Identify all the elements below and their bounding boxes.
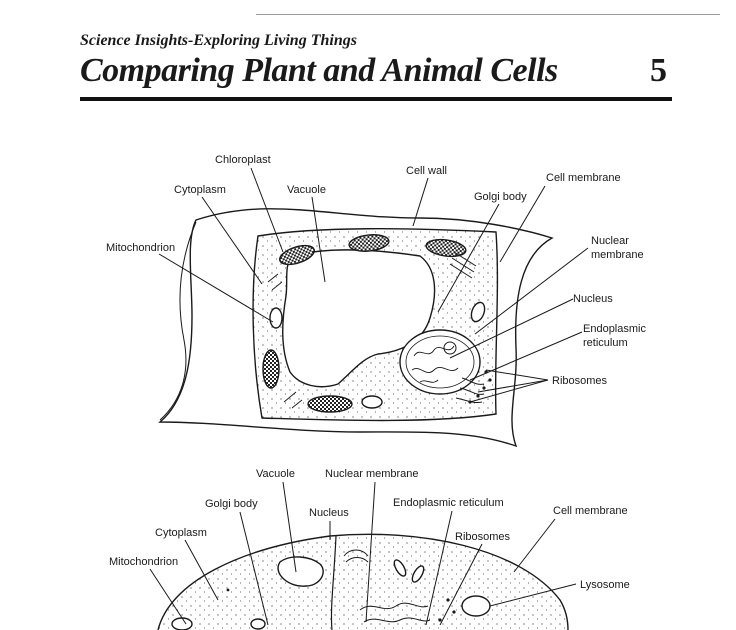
label-plant-ribosomes: Ribosomes: [552, 375, 608, 387]
label-plant-nuclear-membrane-2: membrane: [591, 249, 644, 261]
animal-leader-lines: [149, 481, 577, 626]
plant-leader-lines: [158, 167, 589, 403]
label-animal-endoplasmic-reticulum: Endoplasmic reticulum: [393, 497, 504, 509]
animal-mitochondrion: [411, 565, 425, 583]
title-rule: [80, 97, 672, 101]
animal-vacuole: [277, 556, 324, 587]
animal-cell: [157, 533, 569, 630]
label-plant-endoplasmic-reticulum-2: reticulum: [583, 337, 628, 349]
plant-adjacent-cell: [159, 221, 197, 421]
label-animal-cell-membrane: Cell membrane: [553, 505, 628, 517]
plant-chloroplast: [262, 349, 280, 389]
plant-chloroplast: [279, 244, 315, 266]
label-plant-endoplasmic-reticulum-1: Endoplasmic: [583, 323, 646, 335]
label-plant-cytoplasm: Cytoplasm: [174, 184, 226, 196]
label-animal-nuclear-membrane: Nuclear membrane: [325, 468, 419, 480]
chapter-number: 5: [650, 52, 667, 89]
label-animal-lysosome: Lysosome: [580, 579, 630, 591]
plant-chloroplast: [307, 395, 353, 413]
animal-endoplasmic-reticulum: [359, 602, 431, 623]
label-animal-ribosomes: Ribosomes: [455, 531, 511, 543]
animal-cell-membrane: [157, 533, 569, 630]
plant-cell-wall: [158, 208, 554, 448]
animal-mitochondrion: [250, 618, 266, 630]
label-plant-chloroplast: Chloroplast: [215, 154, 271, 166]
label-plant-mitochondrion: Mitochondrion: [106, 242, 176, 254]
label-animal-golgi-body: Golgi body: [205, 498, 258, 510]
label-plant-cell-wall: Cell wall: [406, 165, 447, 177]
label-animal-cytoplasm: Cytoplasm: [155, 527, 207, 539]
label-animal-vacuole: Vacuole: [256, 468, 295, 480]
label-animal-nucleus: Nucleus: [309, 507, 349, 519]
plant-mitochondrion: [361, 395, 383, 409]
animal-nuclear-membrane: [330, 535, 337, 630]
plant-vacuole: [282, 249, 436, 388]
label-plant-nucleus: Nucleus: [573, 293, 613, 305]
animal-golgi-body: [343, 549, 369, 563]
label-plant-golgi-body: Golgi body: [474, 191, 527, 203]
plant-mitochondrion: [470, 301, 486, 323]
animal-mitochondrion: [393, 559, 407, 577]
plant-chloroplast: [348, 234, 390, 252]
plant-chloroplast: [425, 238, 467, 258]
animal-lysosome: [461, 595, 491, 617]
plant-nucleus: [399, 329, 481, 395]
worksheet-subtitle: Science Insights-Exploring Living Things: [80, 32, 357, 49]
worksheet-title: Comparing Plant and Animal Cells: [80, 52, 558, 89]
label-animal-mitochondrion: Mitochondrion: [109, 556, 179, 568]
plant-cell: [158, 208, 554, 448]
label-plant-cell-membrane: Cell membrane: [546, 172, 621, 184]
label-plant-nuclear-membrane-1: Nuclear: [591, 235, 629, 247]
animal-mitochondrion: [171, 617, 193, 630]
label-plant-vacuole: Vacuole: [287, 184, 326, 196]
plant-mitochondrion: [269, 307, 283, 329]
top-rule: [256, 14, 720, 15]
